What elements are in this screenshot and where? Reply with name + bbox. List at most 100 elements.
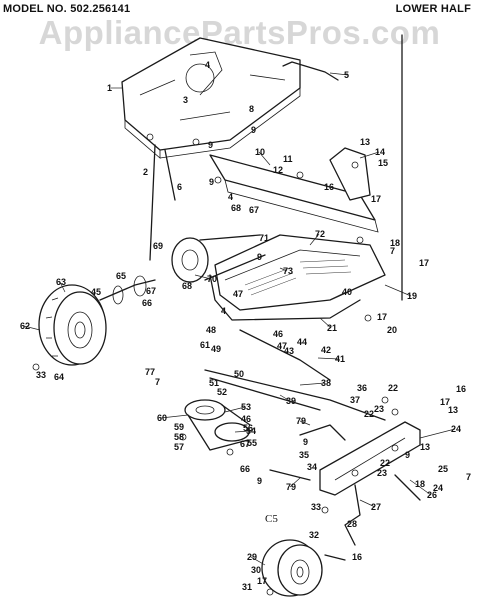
callout-14: 14 bbox=[359, 147, 385, 159]
callout-61: 61 bbox=[200, 340, 210, 350]
callout-4c: 4 bbox=[221, 306, 226, 316]
callout-number-33a: 33 bbox=[36, 370, 46, 380]
callout-number-66a: 66 bbox=[142, 298, 152, 308]
left-wheel bbox=[38, 284, 107, 366]
callout-number-42: 42 bbox=[321, 345, 331, 355]
support-bracket bbox=[329, 147, 371, 201]
callout-number-67b: 67 bbox=[146, 286, 156, 296]
callout-number-12: 12 bbox=[273, 165, 283, 175]
front-axle bbox=[319, 421, 421, 496]
callout-number-41: 41 bbox=[335, 354, 345, 364]
callout-22c: 22 bbox=[380, 458, 390, 468]
callout-67b: 67 bbox=[146, 286, 156, 296]
callout-79b: 79 bbox=[286, 477, 301, 492]
callout-number-2: 2 bbox=[143, 167, 148, 177]
callout-number-9e: 9 bbox=[303, 437, 308, 447]
callout-number-68b: 68 bbox=[182, 281, 192, 291]
callout-leader-19 bbox=[384, 284, 412, 297]
callout-54: 54 bbox=[234, 426, 256, 436]
callout-22a: 22 bbox=[388, 383, 398, 393]
callout-number-5: 5 bbox=[344, 70, 349, 80]
callout-53: 53 bbox=[224, 402, 251, 413]
callout-number-24a: 24 bbox=[451, 424, 461, 434]
callout-21: 21 bbox=[319, 317, 337, 333]
callout-50: 50 bbox=[234, 369, 244, 379]
callout-number-47b: 47 bbox=[277, 341, 287, 351]
callout-6: 6 bbox=[177, 182, 182, 192]
callout-labels: 1234445677789999999101112131313141516161… bbox=[20, 60, 471, 592]
callout-number-17a: 17 bbox=[371, 194, 381, 204]
callout-number-16c: 16 bbox=[352, 552, 362, 562]
callout-9c: 9 bbox=[209, 177, 214, 187]
callout-leader-63 bbox=[59, 281, 66, 293]
callout-27: 27 bbox=[359, 499, 381, 512]
callout-57: 57 bbox=[174, 442, 184, 452]
callout-47a: 47 bbox=[233, 289, 243, 299]
callout-4a: 4 bbox=[205, 60, 210, 70]
callout-64: 64 bbox=[54, 372, 64, 382]
spindle-axle bbox=[99, 279, 156, 301]
callout-leader-79a bbox=[299, 420, 311, 426]
callout-45: 45 bbox=[91, 287, 101, 297]
spindle-right bbox=[394, 474, 421, 501]
callout-leader-5 bbox=[329, 72, 349, 76]
callout-number-32: 32 bbox=[309, 530, 319, 540]
callout-number-6: 6 bbox=[177, 182, 182, 192]
callout-number-4a: 4 bbox=[205, 60, 210, 70]
callout-number-48: 48 bbox=[206, 325, 216, 335]
section-title: LOWER HALF bbox=[395, 3, 471, 15]
callout-73: 73 bbox=[279, 266, 293, 276]
callout-number-7b: 7 bbox=[155, 377, 160, 387]
callout-number-66b: 66 bbox=[240, 464, 250, 474]
callout-58: 58 bbox=[174, 432, 184, 442]
callout-number-21: 21 bbox=[327, 323, 337, 333]
callout-leader-60 bbox=[160, 414, 189, 419]
callout-number-54: 54 bbox=[246, 426, 256, 436]
callout-number-49: 49 bbox=[211, 344, 221, 354]
callout-leader-38 bbox=[299, 382, 326, 386]
callout-number-67a: 67 bbox=[249, 205, 259, 215]
callout-number-53: 53 bbox=[241, 402, 251, 412]
drag-link-lower bbox=[209, 377, 321, 411]
callout-13b: 13 bbox=[448, 405, 458, 415]
callout-number-46a: 46 bbox=[273, 329, 283, 339]
callout-number-13b: 13 bbox=[448, 405, 458, 415]
callout-1: 1 bbox=[107, 83, 122, 93]
callout-68a: 68 bbox=[231, 203, 241, 213]
callout-number-29: 29 bbox=[247, 552, 257, 562]
callout-number-46b: 46 bbox=[241, 414, 251, 424]
callout-17b: 17 bbox=[419, 258, 429, 268]
callout-number-79b: 79 bbox=[286, 482, 296, 492]
callout-29: 29 bbox=[247, 552, 266, 566]
callout-15: 15 bbox=[378, 158, 388, 168]
callout-62: 62 bbox=[20, 321, 41, 331]
model-number: MODEL NO. 502.256141 bbox=[3, 3, 131, 15]
linkage-rod bbox=[282, 61, 339, 81]
callout-number-39: 39 bbox=[286, 396, 296, 406]
callout-number-50: 50 bbox=[234, 369, 244, 379]
callout-66a: 66 bbox=[142, 298, 152, 308]
callout-number-22c: 22 bbox=[380, 458, 390, 468]
callout-10: 10 bbox=[255, 147, 271, 166]
callout-7b: 7 bbox=[155, 377, 160, 387]
callout-24b: 24 bbox=[433, 483, 443, 493]
callout-59: 59 bbox=[174, 422, 184, 432]
callout-49: 49 bbox=[211, 344, 221, 354]
callout-38: 38 bbox=[299, 378, 331, 388]
callout-number-7a: 7 bbox=[390, 246, 395, 256]
callout-7a: 7 bbox=[390, 246, 395, 256]
callout-number-69: 69 bbox=[153, 241, 163, 251]
callout-number-16a: 16 bbox=[324, 182, 334, 192]
callout-3: 3 bbox=[183, 95, 188, 105]
callout-leader-14 bbox=[359, 151, 380, 159]
callout-17c: 17 bbox=[377, 312, 387, 322]
callout-number-30: 30 bbox=[251, 565, 261, 575]
callout-number-24b: 24 bbox=[433, 483, 443, 493]
callout-67c: 67 bbox=[240, 439, 250, 449]
diagram-code: C5 bbox=[265, 513, 278, 525]
callout-number-45: 45 bbox=[91, 287, 101, 297]
frame-bolt-rods bbox=[149, 144, 176, 261]
callout-leader-54 bbox=[234, 430, 251, 433]
callout-4b: 4 bbox=[228, 192, 233, 202]
callout-9b: 9 bbox=[251, 125, 256, 135]
